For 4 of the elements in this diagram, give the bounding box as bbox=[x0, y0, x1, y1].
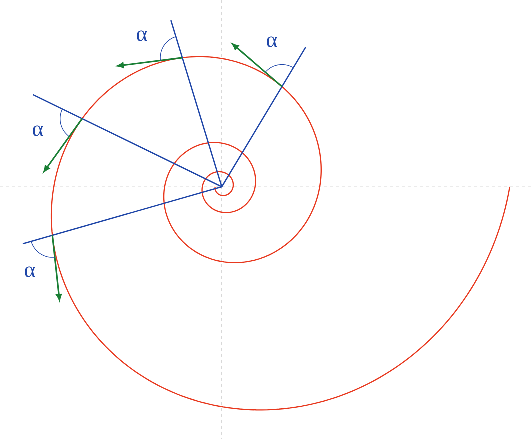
angle-label: α bbox=[267, 36, 278, 48]
angle-label: α bbox=[25, 266, 36, 278]
angle-label: α bbox=[137, 30, 148, 42]
angle-label: α bbox=[33, 126, 44, 136]
